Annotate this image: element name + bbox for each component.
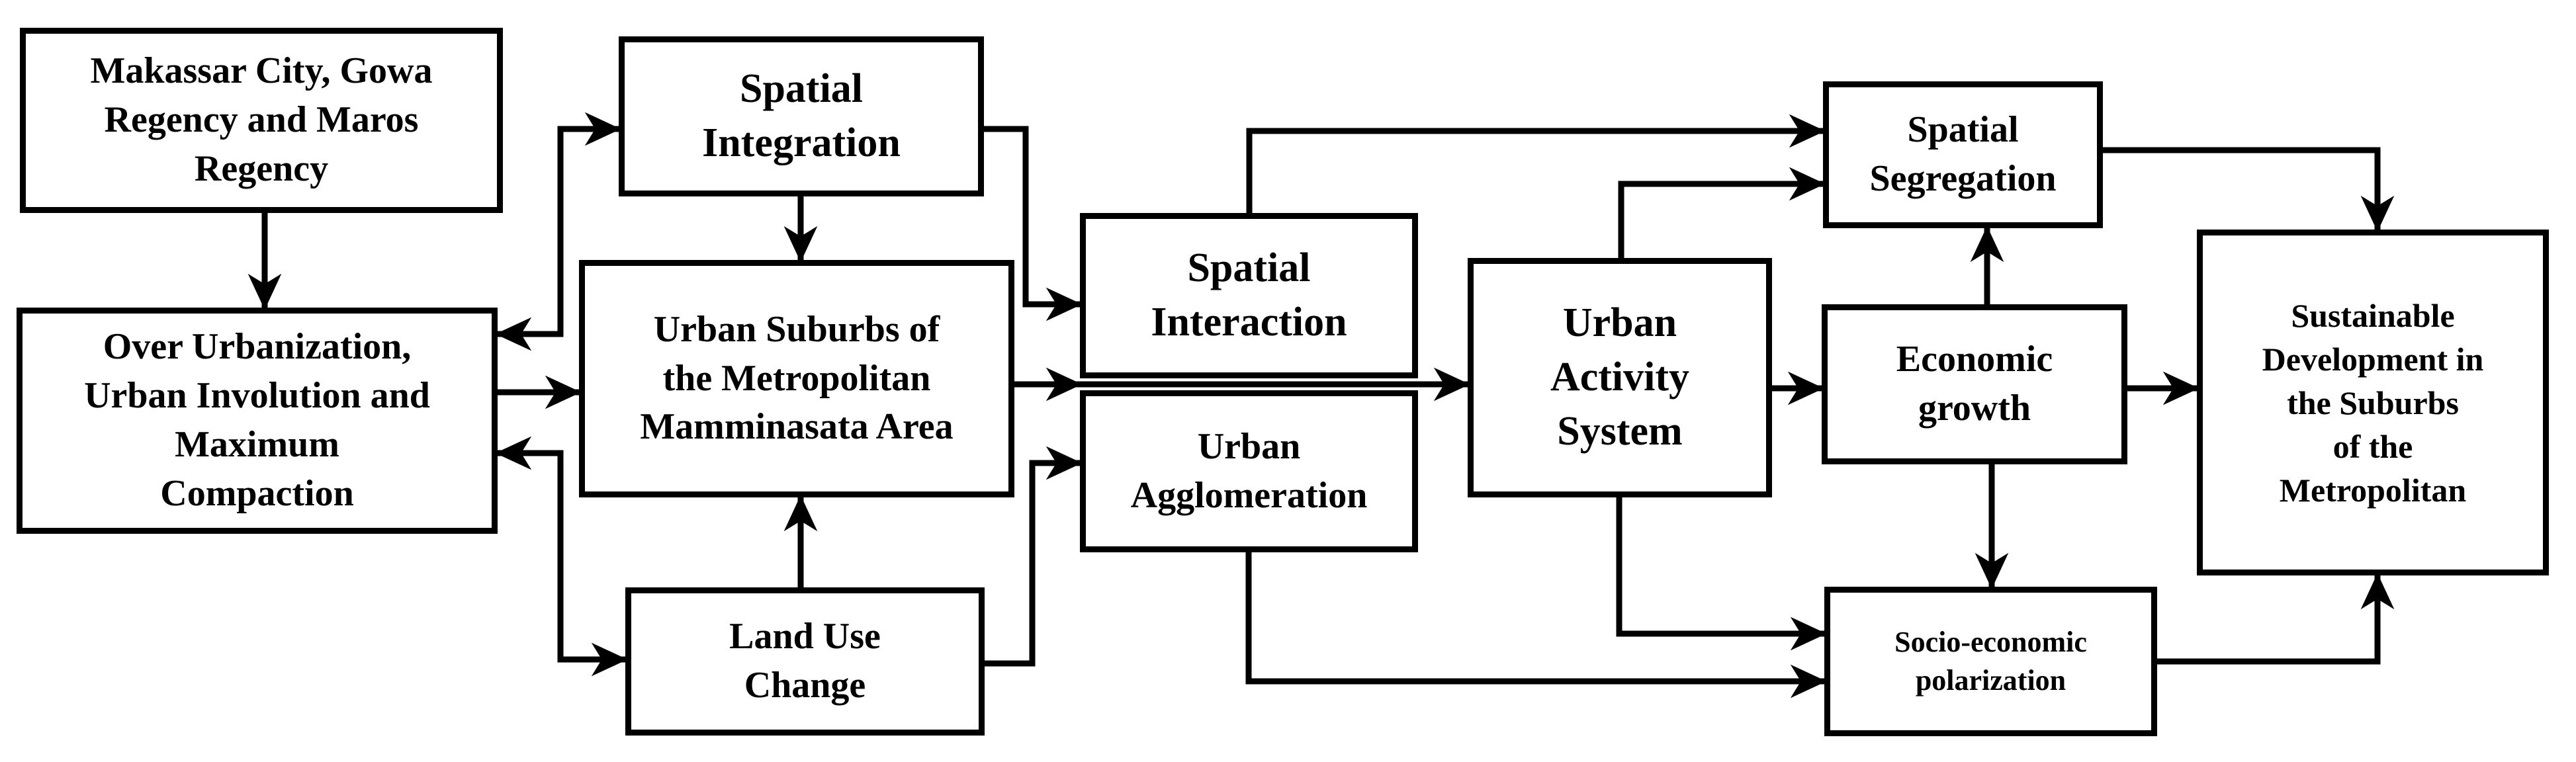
node-sustainable-development: Sustainable Development in the Suburbs o… — [2197, 230, 2549, 575]
connector-spatial-integration--spatial-interaction — [984, 126, 1083, 321]
node-label-sustainable-development: Sustainable Development in the Suburbs o… — [2262, 296, 2484, 509]
node-urban-agglomeration: Urban Agglomeration — [1080, 390, 1418, 552]
node-urban-suburbs: Urban Suburbs of the Metropolitan Mammin… — [579, 260, 1014, 497]
connector-urban-agglomeration--socio-economic-polarization — [1245, 552, 1827, 698]
node-label-urban-activity-system: Urban Activity System — [1550, 300, 1690, 454]
node-label-socio-economic-polarization: Socio-economic polarization — [1894, 625, 2087, 697]
node-over-urbanization: Over Urbanization, Urban Involution and … — [17, 308, 498, 534]
node-label-over-urbanization: Over Urbanization, Urban Involution and … — [84, 326, 430, 514]
connector-spatial-interaction--spatial-segregation — [1246, 114, 1826, 213]
node-spatial-interaction: Spatial Interaction — [1080, 213, 1418, 378]
connector-spatial-segregation--sustainable-development — [2103, 147, 2395, 232]
connector-over-urbanization--spatial-integration — [495, 112, 621, 351]
node-label-makassar-city: Makassar City, Gowa Regency and Maros Re… — [90, 50, 433, 189]
connector-socio-economic-polarization--sustainable-development — [2157, 573, 2395, 665]
node-label-land-use-change: Land Use Change — [729, 616, 881, 706]
node-urban-activity-system: Urban Activity System — [1468, 258, 1772, 497]
node-spatial-segregation: Spatial Segregation — [1823, 81, 2103, 228]
connector-over-urbanization--land-use-change — [495, 436, 628, 677]
node-makassar-city: Makassar City, Gowa Regency and Maros Re… — [20, 28, 503, 213]
node-label-spatial-segregation: Spatial Segregation — [1869, 109, 2057, 199]
node-label-urban-agglomeration: Urban Agglomeration — [1130, 425, 1368, 516]
node-spatial-integration: Spatial Integration — [619, 36, 984, 196]
node-label-spatial-integration: Spatial Integration — [702, 66, 901, 165]
node-land-use-change: Land Use Change — [625, 587, 985, 736]
node-socio-economic-polarization: Socio-economic polarization — [1824, 587, 2157, 736]
node-label-spatial-interaction: Spatial Interaction — [1151, 245, 1347, 345]
node-label-urban-suburbs: Urban Suburbs of the Metropolitan Mammin… — [640, 308, 954, 448]
node-economic-growth: Economic growth — [1822, 304, 2127, 464]
connector-land-use-change--urban-agglomeration — [985, 446, 1083, 667]
connector-urban-activity-system--socio-economic-polarization — [1616, 497, 1827, 651]
connector-urban-activity-system--spatial-segregation — [1618, 167, 1826, 258]
node-label-economic-growth: Economic growth — [1896, 339, 2053, 429]
